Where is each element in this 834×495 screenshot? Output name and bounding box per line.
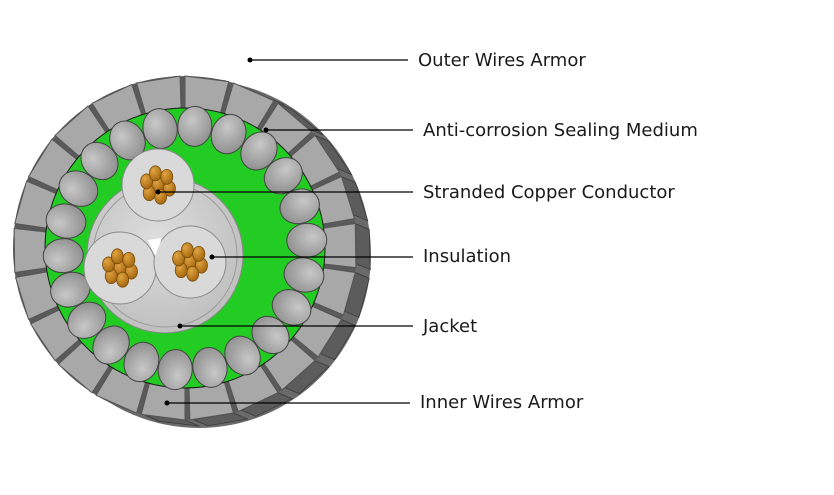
label-insulation: Insulation bbox=[423, 246, 511, 267]
inner-armor-wire bbox=[142, 108, 178, 149]
callouts: Outer Wires Armor Anti-corrosion Sealing… bbox=[155, 50, 698, 413]
label-stranded-copper-conductor: Stranded Copper Conductor bbox=[423, 182, 675, 203]
inner-armor-wire bbox=[210, 113, 247, 155]
copper-strand bbox=[186, 265, 200, 282]
copper-strand bbox=[140, 173, 153, 190]
inner-armor-wire bbox=[42, 238, 84, 274]
label-anti-corrosion-sealing-medium: Anti-corrosion Sealing Medium bbox=[423, 120, 698, 141]
copper-strand bbox=[180, 242, 194, 259]
outer-armor-wire bbox=[323, 223, 357, 269]
copper-strand bbox=[122, 251, 136, 268]
copper-strand bbox=[110, 248, 124, 265]
copper-strand bbox=[116, 271, 130, 288]
inner-armor-wire bbox=[224, 335, 261, 376]
inner-armor-wire bbox=[263, 157, 303, 195]
callout-anti-corrosion: Anti-corrosion Sealing Medium bbox=[263, 120, 698, 141]
copper-strand bbox=[160, 168, 174, 185]
copper-strand bbox=[102, 256, 115, 273]
outer-wire-side bbox=[354, 222, 371, 271]
label-outer-wires-armor: Outer Wires Armor bbox=[418, 50, 586, 71]
callout-insulation: Insulation bbox=[209, 246, 511, 267]
inner-armor-wire bbox=[240, 131, 278, 171]
inner-wires-armor bbox=[42, 105, 328, 391]
copper-strand bbox=[148, 165, 162, 182]
label-jacket: Jacket bbox=[422, 316, 477, 337]
inner-armor-wire bbox=[279, 188, 320, 225]
callout-outer-wires-armor: Outer Wires Armor bbox=[247, 50, 586, 71]
inner-armor-wire bbox=[157, 349, 193, 391]
inner-armor-wire bbox=[92, 325, 130, 365]
copper-strand bbox=[192, 245, 206, 262]
inner-armor-wire bbox=[283, 257, 325, 293]
inner-armor-wire bbox=[45, 203, 87, 239]
inner-armor-wire bbox=[80, 141, 119, 181]
label-inner-wires-armor: Inner Wires Armor bbox=[420, 392, 584, 413]
inner-armor-wire bbox=[271, 289, 312, 326]
inner-armor-wire bbox=[192, 347, 228, 388]
callout-stranded-copper: Stranded Copper Conductor bbox=[155, 182, 675, 203]
inner-armor-wire bbox=[123, 341, 160, 383]
callout-inner-wires-armor: Inner Wires Armor bbox=[164, 392, 584, 413]
copper-strand bbox=[172, 250, 185, 267]
core-center-gap bbox=[148, 238, 162, 256]
insulated-cores bbox=[83, 148, 227, 305]
inner-armor-wire bbox=[58, 170, 99, 207]
inner-armor-wire bbox=[67, 301, 107, 339]
outer-armor-wire bbox=[13, 227, 47, 273]
inner-armor-wire bbox=[177, 105, 213, 147]
callout-jacket: Jacket bbox=[177, 316, 477, 337]
